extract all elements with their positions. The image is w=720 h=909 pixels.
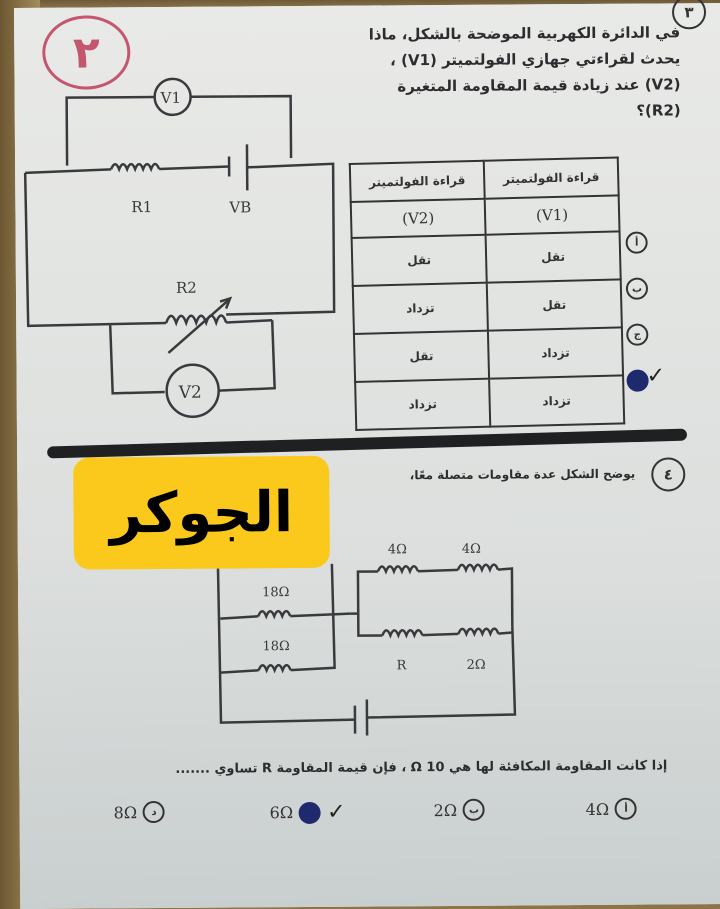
label-v1: V1 bbox=[160, 89, 182, 107]
label-2ohm: 2Ω bbox=[467, 658, 486, 673]
label-18ohm-2: 18Ω bbox=[262, 639, 289, 654]
check-mark-icon: ✓ bbox=[326, 799, 346, 825]
circuit-labels: V1 V2 R1 VB R2 18Ω 18Ω 4Ω 4Ω R 2Ω bbox=[131, 89, 486, 674]
answer-table: قراءة الفولتميتر قراءة الفولتميتر (V2) (… bbox=[349, 156, 625, 431]
choice-a-radio[interactable]: أ bbox=[614, 797, 638, 820]
choice-d-value: 8Ω bbox=[113, 802, 138, 822]
circuit-diagrams: V1 V2 R1 VB R2 18Ω 18Ω 4Ω 4Ω R 2Ω bbox=[23, 77, 517, 736]
choice-d[interactable]: 8Ω د bbox=[113, 800, 166, 824]
table-row: تقل تقل bbox=[351, 231, 621, 286]
choice-c[interactable]: 6Ω ✓ bbox=[270, 800, 346, 826]
check-mark-icon: ✓ bbox=[646, 363, 666, 389]
option-c-radio[interactable]: ج bbox=[626, 323, 649, 346]
choice-d-radio[interactable]: د bbox=[142, 800, 166, 824]
choice-a[interactable]: 4Ω أ bbox=[585, 797, 638, 820]
label-vb: VB bbox=[228, 198, 251, 216]
option-b-radio[interactable]: ب bbox=[625, 277, 649, 300]
question-4-number: ٤ bbox=[651, 457, 686, 492]
header-v1-symbol: (V1) bbox=[484, 195, 620, 235]
cell-v2: تقل bbox=[351, 234, 487, 286]
cell-v2: تزداد bbox=[352, 282, 488, 334]
label-v2: V2 bbox=[178, 383, 202, 403]
label-r2: R2 bbox=[176, 279, 197, 297]
circuit-2 bbox=[216, 562, 517, 736]
label-r1: R1 bbox=[131, 198, 152, 216]
exam-paper: ٢ ٣ في الدائرة الكهربية الموضحة بالشكل، … bbox=[14, 0, 720, 909]
label-r: R bbox=[397, 658, 408, 673]
question-4-text: يوضح الشكل عدة مقاومات متصلة معًا، bbox=[409, 466, 636, 483]
label-4ohm-1: 4Ω bbox=[388, 542, 407, 557]
header-v1-title: قراءة الفولتميتر bbox=[483, 157, 619, 199]
question-4-footer: إذا كانت المقاومة المكافئة لها هي 10 Ω ،… bbox=[175, 758, 668, 777]
cell-v2: تقل bbox=[353, 330, 490, 382]
label-4ohm-2: 4Ω bbox=[462, 542, 481, 557]
header-v2-title: قراءة الفولتميتر bbox=[349, 160, 485, 203]
choice-c-radio-selected[interactable] bbox=[298, 801, 322, 824]
choice-c-value: 6Ω bbox=[269, 803, 294, 823]
label-18ohm-1: 18Ω bbox=[262, 585, 289, 600]
choice-b-radio[interactable]: ب bbox=[462, 798, 486, 821]
table-row: تزداد تقل bbox=[352, 279, 622, 334]
cell-v1: تقل bbox=[486, 279, 622, 331]
choice-b[interactable]: 2Ω ب bbox=[433, 798, 486, 821]
cell-v1: تقل bbox=[485, 231, 621, 283]
option-d-radio-selected[interactable] bbox=[626, 369, 649, 392]
choice-b-value: 2Ω bbox=[433, 800, 458, 820]
cell-v2: تزداد bbox=[355, 378, 491, 430]
cell-v1: تزداد bbox=[489, 375, 625, 427]
table-row: تزداد تزداد bbox=[355, 375, 625, 430]
circuit-1 bbox=[23, 77, 336, 419]
choice-a-value: 4Ω bbox=[585, 799, 610, 819]
option-a-radio[interactable]: أ bbox=[625, 231, 648, 254]
watermark-badge: الجوكر bbox=[73, 455, 330, 570]
table-row: تقل تزداد bbox=[353, 327, 624, 382]
cell-v1: تزداد bbox=[487, 327, 624, 379]
header-v2-symbol: (V2) bbox=[350, 198, 486, 238]
